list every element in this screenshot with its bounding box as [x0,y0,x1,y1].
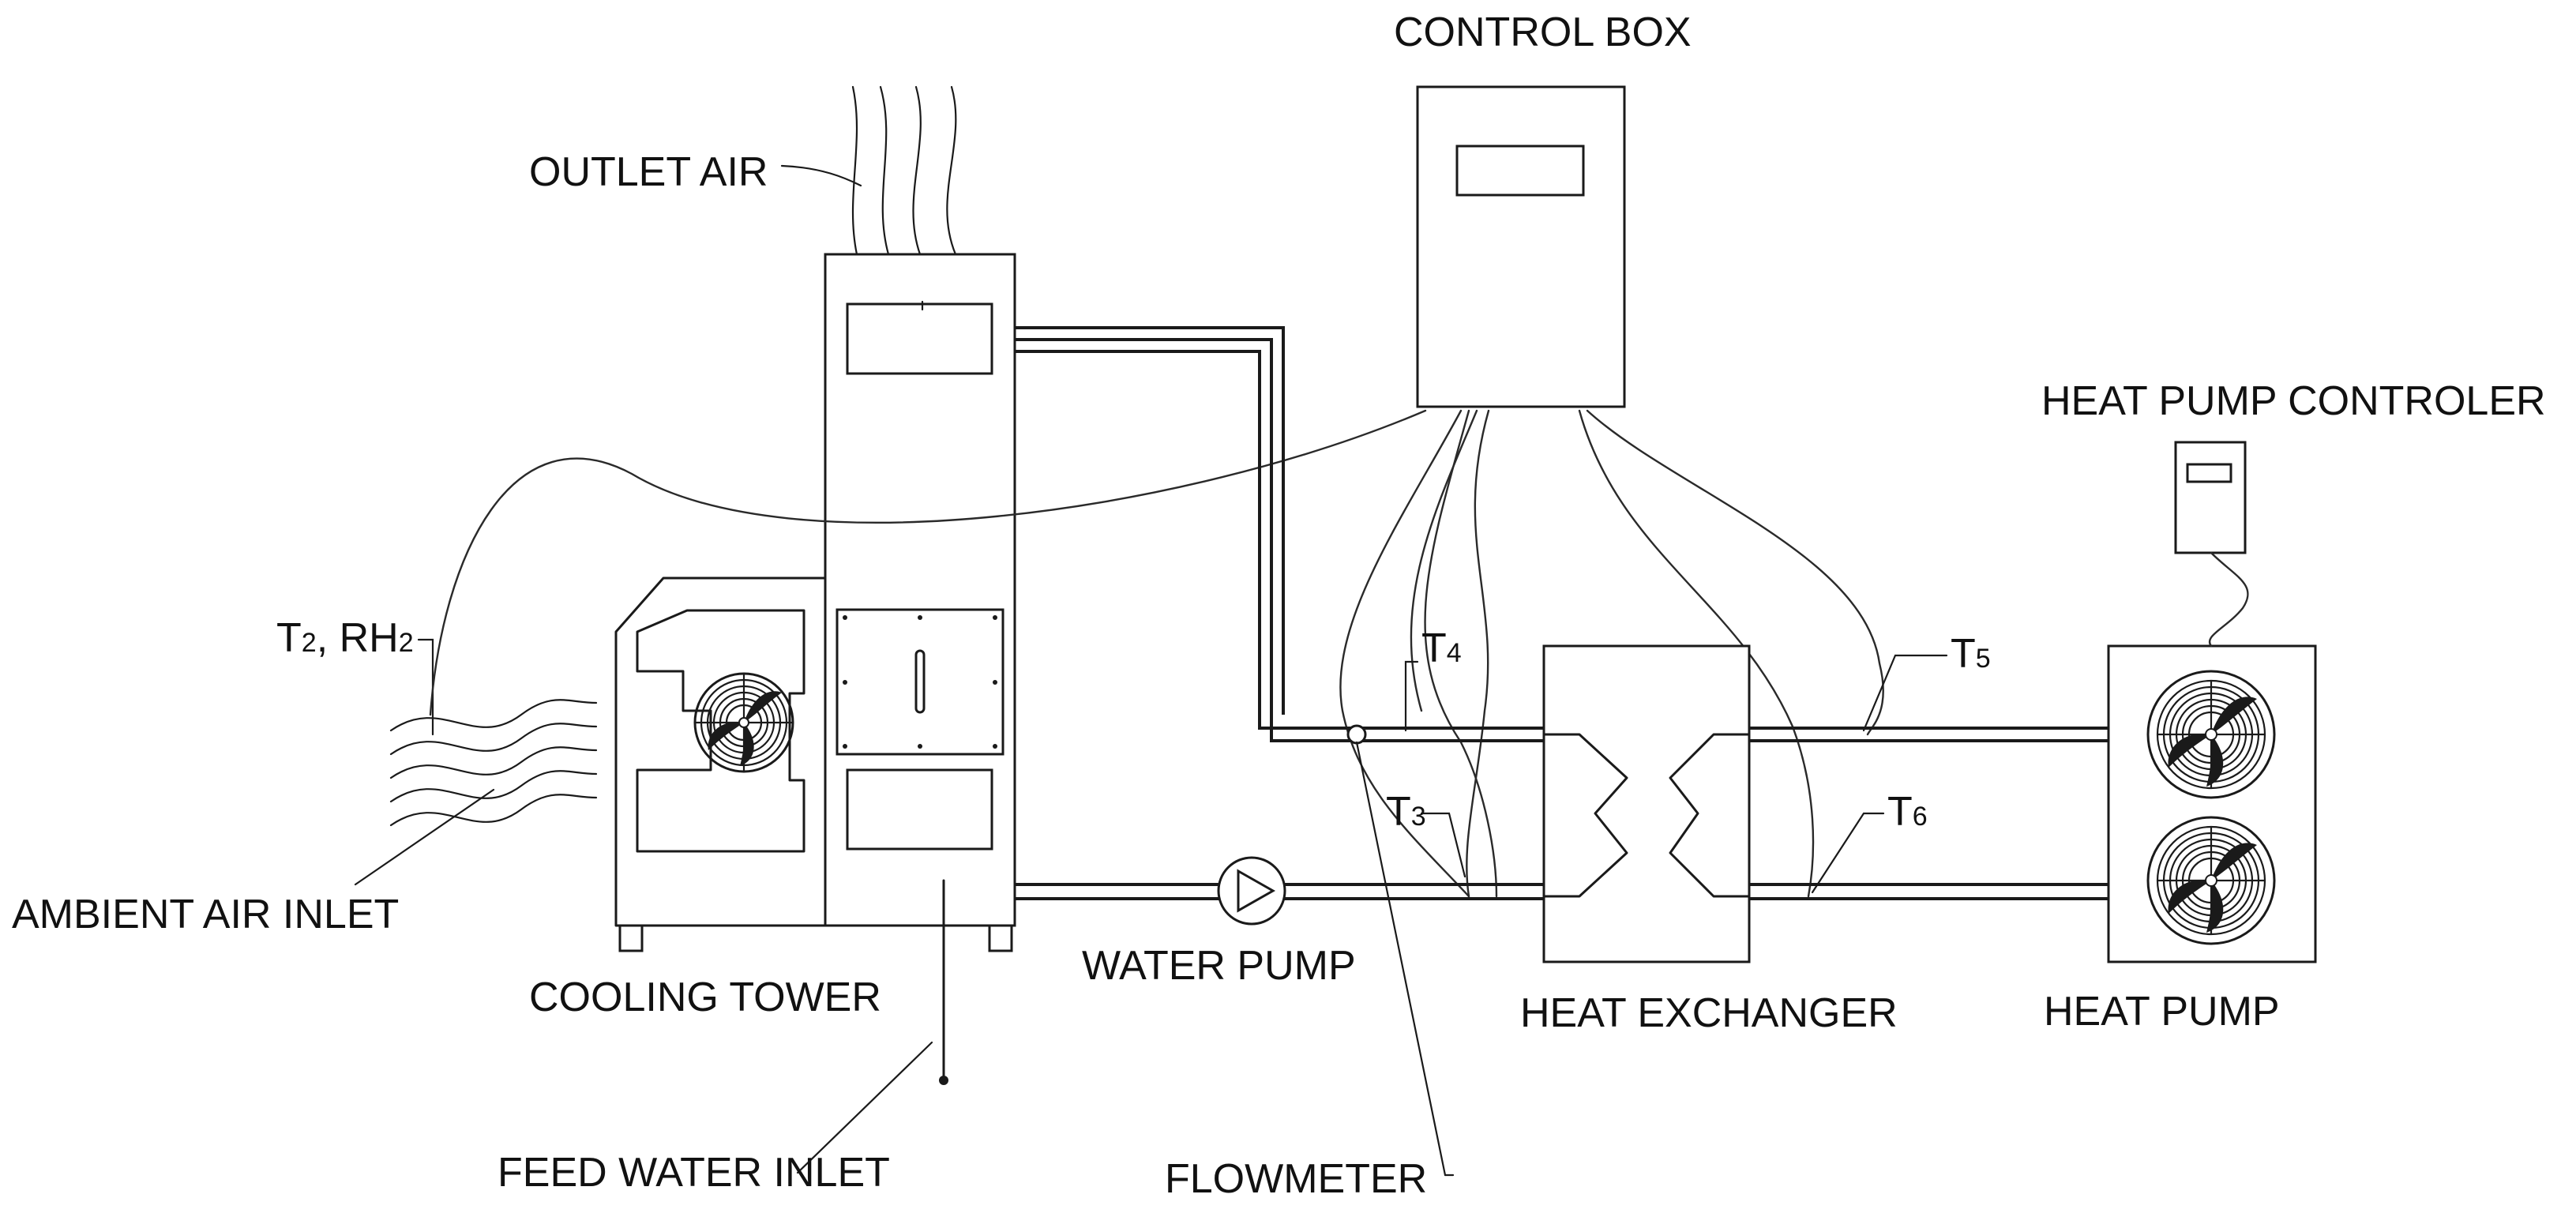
water-pump-label: WATER PUMP [1082,943,1356,989]
heat-exchanger [1542,644,1751,963]
t3-label: T3 [1386,789,1426,835]
sensor-leaders [1404,654,1948,894]
control-wires [429,409,1884,898]
t2-rh2-label: T2, RH2 [276,615,414,661]
heat-exchanger-label: HEAT EXCHANGER [1520,990,1898,1036]
fan-housing [614,576,827,927]
top-panel [846,302,993,375]
t6-label: T6 [1887,789,1928,835]
leg-right [988,924,1013,952]
heat-pump-label: HEAT PUMP [2044,989,2280,1035]
bottom-panel [846,768,993,851]
control-box-display [1455,145,1585,197]
heat-pump [2107,644,2317,963]
flowmeter-circle-icon [1346,724,1455,1177]
t5-label: T5 [1951,631,1991,677]
control-box-label: CONTROL BOX [1394,9,1692,55]
t4-label: T4 [1421,625,1462,671]
pump-triangle-icon [1217,856,1286,926]
pipes [1015,326,2108,900]
flowmeter-label: FLOWMETER [1165,1156,1427,1202]
heat-pump-controller [2174,441,2249,648]
outlet-air-flow [780,85,957,256]
fan-icon [2146,670,2276,799]
heat-pump-controller-label: HEAT PUMP CONTROLER [2041,378,2546,424]
fan-icon [2146,816,2276,945]
cooling-tower-label: COOLING TOWER [529,975,881,1020]
ambient-air-flow [354,638,598,886]
outlet-air-label: OUTLET AIR [529,149,768,195]
feed-water-pipe [796,879,948,1174]
cooling-tower [614,253,1016,952]
leg-left [618,924,644,952]
feed-water-inlet-label: FEED WATER INLET [498,1150,890,1196]
ambient-air-inlet-label: AMBIENT AIR INLET [12,892,399,937]
control-box [1416,85,1626,408]
fan-icon [693,672,794,773]
